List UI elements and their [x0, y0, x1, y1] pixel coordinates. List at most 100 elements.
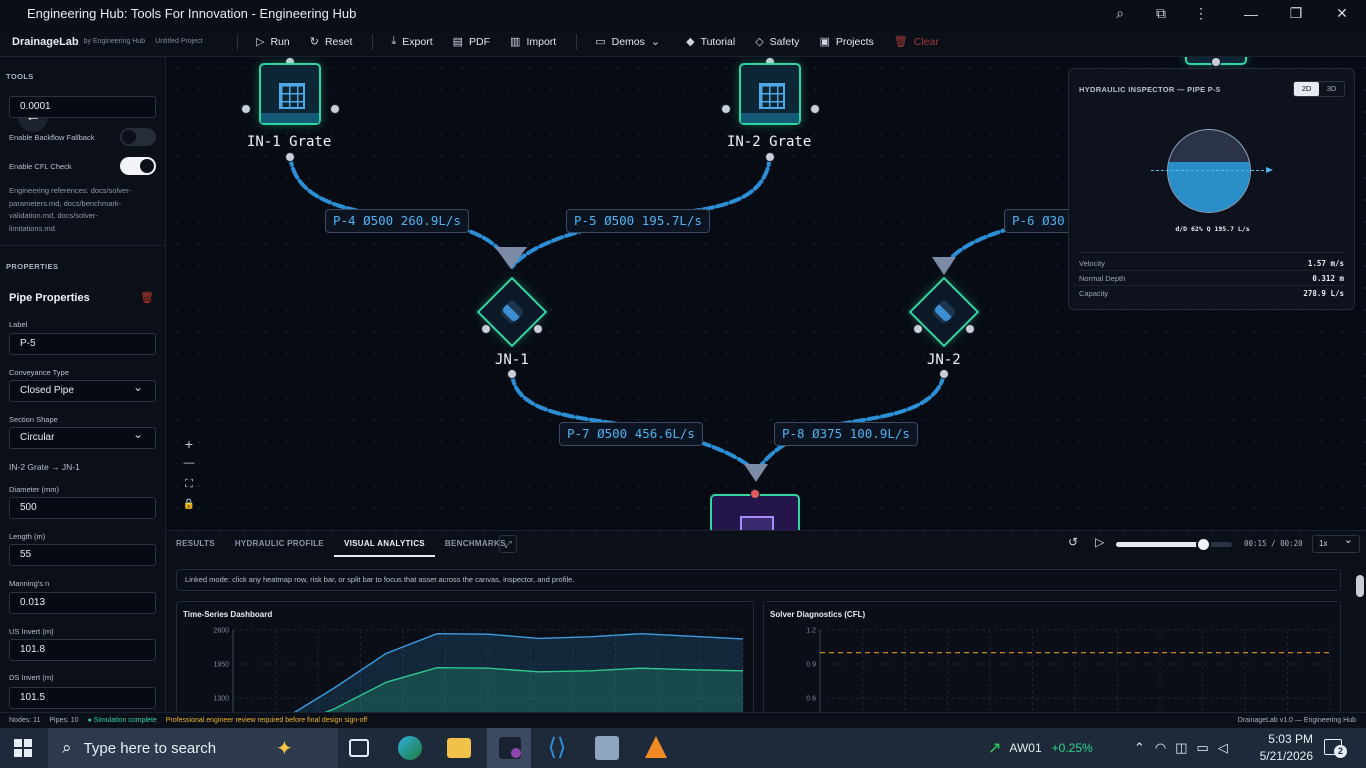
playback-slider[interactable] [1116, 537, 1232, 552]
battery-icon[interactable]: ▭ [1196, 740, 1209, 755]
scrollbar-thumb[interactable] [1356, 575, 1364, 597]
clear-button[interactable]: 🗑Clear [894, 35, 939, 49]
run-button[interactable]: ▷Run [256, 35, 290, 49]
panel-scrollbar[interactable] [1353, 557, 1366, 713]
file-explorer-icon[interactable] [447, 738, 471, 758]
y-tick-label: 1950 [213, 662, 229, 669]
node-port[interactable] [481, 324, 491, 334]
length-input[interactable]: 55 [9, 544, 156, 566]
clock-date: 5/21/2026 [1259, 749, 1313, 763]
tutorial-label: Tutorial [700, 35, 736, 48]
project-name[interactable]: Untitled Project [155, 38, 203, 45]
pipe-label-p7[interactable]: P-7 Ø500 456.6L/s [559, 422, 703, 446]
export-button[interactable]: ⤓Export [391, 35, 432, 48]
windows-start-icon[interactable] [14, 739, 32, 757]
node-port[interactable] [721, 104, 731, 114]
conveyance-select[interactable]: Closed Pipe [9, 377, 156, 402]
tab-hydraulic-profile[interactable]: HYDRAULIC PROFILE [234, 539, 324, 548]
section-select[interactable]: Circular [9, 424, 156, 449]
inlet-node-in2[interactable] [739, 63, 801, 125]
minimize-button[interactable]: — [1244, 5, 1258, 22]
inlet-node-in1[interactable] [259, 63, 321, 125]
expand-icon[interactable]: ⤢ [499, 535, 517, 553]
ds-invert-input[interactable]: 101.5 [9, 687, 156, 709]
tab-benchmarks[interactable]: BENCHMARKS [444, 539, 506, 548]
mode-2d-button[interactable]: 2D [1294, 82, 1319, 96]
time-series-card: Time-Series Dashboard 650130019502600 [176, 601, 754, 713]
node-port[interactable] [330, 104, 340, 114]
cfl-toggle[interactable] [120, 157, 156, 175]
node-label-jn1: JN-1 [495, 352, 529, 368]
cfl-chart: 0.30.60.91.2 [806, 628, 1331, 712]
depth-label: Normal Depth [1079, 274, 1126, 283]
camera-icon[interactable]: ◫ [1175, 740, 1188, 755]
node-port-active[interactable] [750, 489, 760, 499]
lock-icon[interactable]: 🔒 [182, 499, 196, 510]
remote-desktop-icon[interactable] [595, 736, 619, 760]
backflow-toggle[interactable] [120, 128, 156, 146]
vscode-icon[interactable]: ⟨⟩ [547, 734, 567, 761]
node-port[interactable] [810, 104, 820, 114]
network-icon[interactable]: ◠ [1154, 740, 1167, 755]
demos-menu[interactable]: ▭Demos⌄ [595, 35, 666, 49]
stock-widget[interactable]: ↗ AW01 +0.25% [988, 728, 1093, 768]
reset-button[interactable]: ↻Reset [310, 35, 353, 49]
tolerance-input[interactable]: 0.0001 [9, 96, 156, 118]
active-app-tile[interactable] [487, 728, 531, 768]
outlet-node[interactable] [710, 494, 800, 530]
projects-label: Projects [835, 35, 874, 48]
node-port[interactable] [765, 152, 775, 162]
fit-view-icon[interactable]: ⛶ [185, 478, 193, 490]
more-icon[interactable]: ⋮ [1194, 5, 1208, 21]
flow-direction-arrow [1151, 167, 1273, 173]
node-port[interactable] [241, 104, 251, 114]
tab-visual-analytics[interactable]: VISUAL ANALYTICS [333, 531, 435, 557]
label-input[interactable]: P-5 [9, 333, 156, 355]
taskbar-search[interactable]: ⌕ Type here to search ✦ [48, 728, 338, 768]
edge-browser-icon[interactable] [398, 736, 422, 760]
speed-select[interactable]: 1x [1312, 532, 1360, 553]
node-port[interactable] [533, 324, 543, 334]
restore-button[interactable]: ❐ [1289, 5, 1303, 21]
tab-results[interactable]: RESULTS [176, 539, 215, 548]
tutorial-button[interactable]: ◆Tutorial [686, 35, 736, 49]
node-port[interactable] [965, 324, 975, 334]
safety-button[interactable]: ◇Safety [755, 35, 799, 49]
delete-icon[interactable]: 🗑 [140, 292, 154, 304]
extensions-icon[interactable]: ⧉ [1156, 5, 1166, 21]
task-view-icon[interactable] [349, 739, 369, 757]
clock[interactable]: 5:03 PM 5/21/2026 [1255, 731, 1313, 765]
zoom-in-button[interactable]: + [184, 436, 194, 452]
pipe-label-p6[interactable]: P-6 Ø30 [1004, 209, 1073, 233]
manning-input[interactable]: 0.013 [9, 592, 156, 614]
search-icon: ⌕ [62, 738, 72, 757]
chevron-up-icon[interactable]: ⌃ [1134, 740, 1145, 755]
node-port[interactable] [285, 152, 295, 162]
zoom-icon[interactable]: ⌕ [1116, 5, 1124, 21]
window-titlebar: Engineering Hub: Tools For Innovation - … [0, 0, 1366, 27]
diameter-input[interactable]: 500 [9, 497, 156, 519]
pipe-label-p8[interactable]: P-8 Ø375 100.9L/s [774, 422, 918, 446]
mode-3d-button[interactable]: 3D [1326, 84, 1337, 93]
series-area [326, 667, 743, 712]
inspector-divider [1079, 285, 1346, 286]
node-port[interactable] [1211, 57, 1221, 67]
playback-handle[interactable] [1196, 537, 1211, 552]
pdf-button[interactable]: ▤PDF [453, 35, 490, 49]
import-button[interactable]: ▥Import [510, 35, 556, 49]
node-port[interactable] [913, 324, 923, 334]
vlc-icon[interactable] [645, 736, 667, 758]
pipe-label-p4[interactable]: P-4 Ø500 260.9L/s [325, 209, 469, 233]
projects-button[interactable]: ▣Projects [819, 35, 874, 49]
volume-icon[interactable]: ◁ [1217, 740, 1228, 755]
node-port[interactable] [939, 369, 949, 379]
node-port[interactable] [507, 369, 517, 379]
notification-icon[interactable]: 2 [1324, 739, 1347, 758]
series-line [293, 632, 744, 712]
pipe-label-p5[interactable]: P-5 Ø500 195.7L/s [566, 209, 710, 233]
zoom-out-button[interactable]: — [183, 457, 195, 469]
close-button[interactable]: ✕ [1336, 5, 1348, 21]
replay-icon[interactable]: ↺ [1068, 535, 1079, 549]
play-icon[interactable]: ▷ [1095, 535, 1105, 549]
us-invert-input[interactable]: 101.8 [9, 639, 156, 661]
